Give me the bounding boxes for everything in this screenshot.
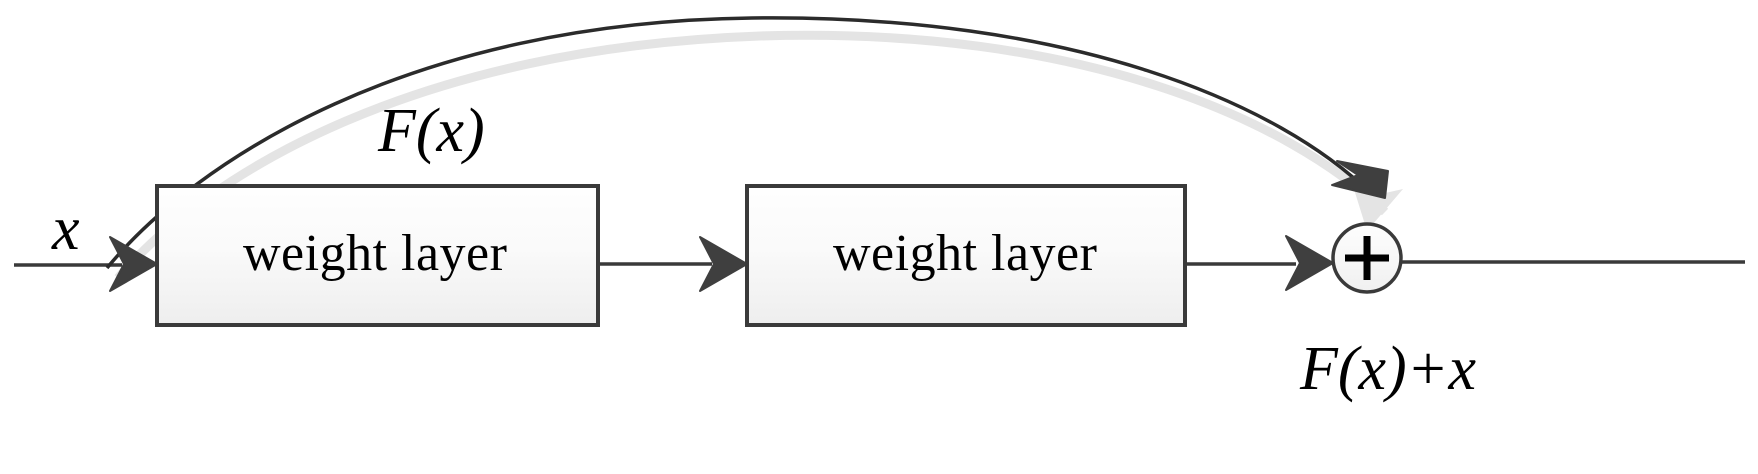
shortcut-arrowhead-icon bbox=[1331, 160, 1389, 199]
identity-shortcut-arc bbox=[105, 16, 1372, 270]
arrowhead-into-layer1-icon bbox=[109, 236, 158, 292]
weight-layer-box-2[interactable] bbox=[745, 184, 1187, 327]
shortcut-arc-shadow bbox=[114, 30, 1389, 281]
shortcut-arrowhead-shadow bbox=[1353, 186, 1403, 231]
arrowhead-into-adder-icon bbox=[1285, 235, 1334, 291]
arrowhead-into-layer2-icon bbox=[699, 236, 748, 292]
weight-layer-box-1[interactable] bbox=[155, 184, 600, 327]
